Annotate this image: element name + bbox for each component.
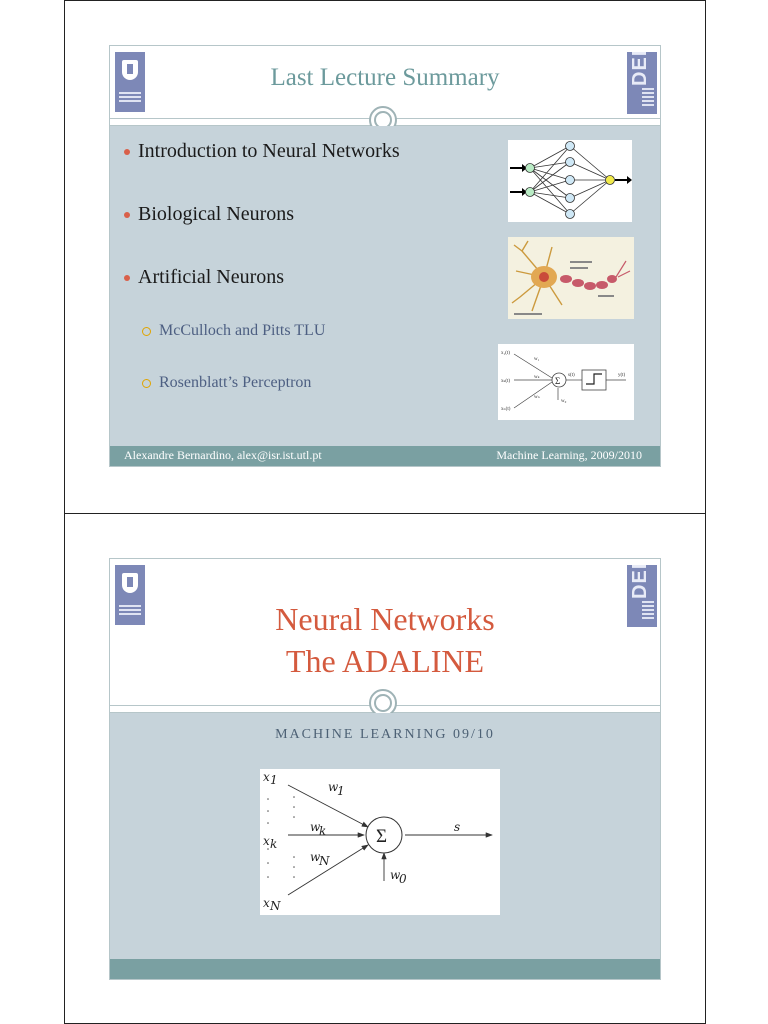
ist-logo bbox=[115, 52, 145, 112]
svg-text:s(t): s(t) bbox=[568, 373, 575, 378]
footer-author: Alexandre Bernardino, alex@isr.ist.utl.p… bbox=[124, 448, 322, 462]
svg-text:wₖ: wₖ bbox=[534, 375, 540, 380]
slide-body: MACHINE LEARNING 09/10 bbox=[110, 713, 660, 959]
input-x1-label: x bbox=[263, 770, 270, 784]
weight-wk-label: w bbox=[310, 820, 321, 834]
svg-text:y(t): y(t) bbox=[618, 373, 626, 378]
svg-text:w₀: w₀ bbox=[561, 399, 567, 404]
weight-wn-sub: N bbox=[318, 854, 330, 868]
slide-footer: Alexandre Bernardino, alex@isr.ist.utl.p… bbox=[110, 446, 660, 466]
svg-text:xₙ(t): xₙ(t) bbox=[501, 407, 511, 412]
footer-course: Machine Learning, 2009/2010 bbox=[496, 448, 642, 462]
neuron-image-icon bbox=[508, 237, 634, 319]
network-diagram-icon bbox=[508, 140, 632, 222]
output-s-label: s bbox=[454, 820, 460, 834]
bullet-item: Introduction to Neural Networks bbox=[124, 140, 400, 163]
svg-text:xₖ(t): xₖ(t) bbox=[501, 379, 510, 384]
bias-w0-sub: 0 bbox=[399, 872, 407, 886]
deec-logo: DEEC bbox=[627, 565, 657, 627]
input-xk-label: x bbox=[263, 834, 270, 848]
sub-bullet-item: McCulloch and Pitts TLU bbox=[142, 322, 325, 340]
weight-w1-label: w bbox=[328, 780, 339, 794]
svg-text:x₁(t): x₁(t) bbox=[501, 351, 510, 356]
slide-subtitle: MACHINE LEARNING 09/10 bbox=[275, 727, 495, 742]
sum-symbol: Σ bbox=[376, 826, 387, 847]
ist-logo bbox=[115, 565, 145, 625]
weight-w1-sub: 1 bbox=[337, 784, 345, 798]
bullet-item: Biological Neurons bbox=[124, 203, 294, 226]
slide-title-line-2: The ADALINE bbox=[285, 643, 485, 679]
bias-w0-label: w bbox=[390, 868, 401, 882]
slide-title-line-1: Neural Networks bbox=[275, 601, 495, 637]
slide-adaline: Neural Networks The ADALINE DEEC MACHINE… bbox=[109, 558, 661, 980]
slide-footer bbox=[110, 959, 660, 979]
deec-logo: DEEC bbox=[627, 52, 657, 114]
page-1: Last Lecture Summary DEEC Introduction t… bbox=[64, 0, 706, 514]
slide-header: Last Lecture Summary DEEC bbox=[110, 46, 660, 118]
perceptron-diagram-icon: Σ x₁(t) xₖ(t) xₙ(t) w₁ wₖ wₙ s(t) y(t) w₀ bbox=[498, 344, 634, 420]
slide-body: Introduction to Neural Networks Biologic… bbox=[110, 126, 660, 446]
input-xn-sub: N bbox=[269, 899, 281, 913]
slide-last-lecture-summary: Last Lecture Summary DEEC Introduction t… bbox=[109, 45, 661, 467]
sub-bullet-item: Rosenblatt’s Perceptron bbox=[142, 374, 311, 392]
page-2: Neural Networks The ADALINE DEEC MACHINE… bbox=[64, 513, 706, 1024]
input-xn-label: x bbox=[263, 896, 270, 910]
bullet-item: Artificial Neurons bbox=[124, 266, 284, 289]
weight-wn-label: w bbox=[310, 850, 321, 864]
slide-title: Last Lecture Summary bbox=[270, 64, 500, 91]
adaline-diagram: Σ x 1 x k x N w 1 w k w N w 0 s bbox=[260, 769, 500, 915]
svg-text:Σ: Σ bbox=[555, 376, 560, 386]
slide-header: Neural Networks The ADALINE DEEC bbox=[110, 559, 660, 705]
weight-wk-sub: k bbox=[319, 824, 326, 838]
svg-text:wₙ: wₙ bbox=[534, 395, 540, 400]
input-xk-sub: k bbox=[270, 837, 277, 851]
svg-text:w₁: w₁ bbox=[534, 357, 540, 362]
input-x1-sub: 1 bbox=[270, 773, 278, 787]
